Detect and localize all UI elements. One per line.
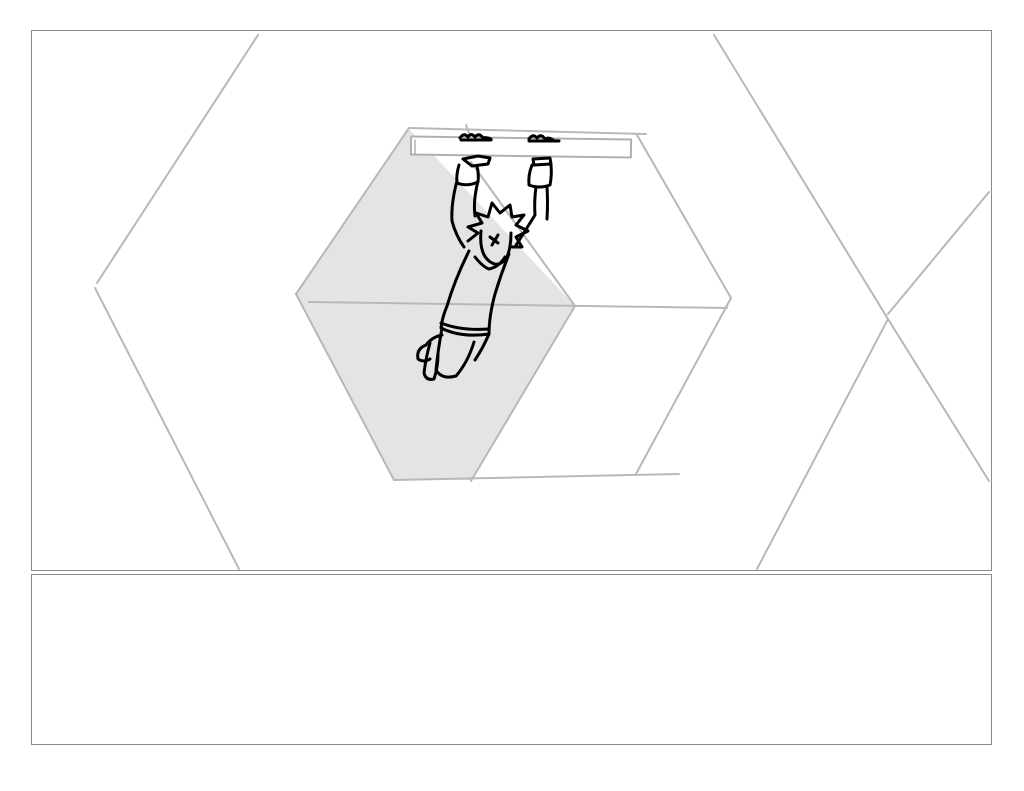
- hanging-bar: [409, 135, 633, 159]
- panel-sketch: [94, 34, 990, 570]
- storyboard-panel-top: [31, 30, 992, 571]
- cube-lines: [295, 124, 732, 482]
- background-hexagon-lines: [94, 34, 990, 570]
- hanging-character: [416, 133, 561, 381]
- storyboard-panel-bottom: [31, 574, 992, 745]
